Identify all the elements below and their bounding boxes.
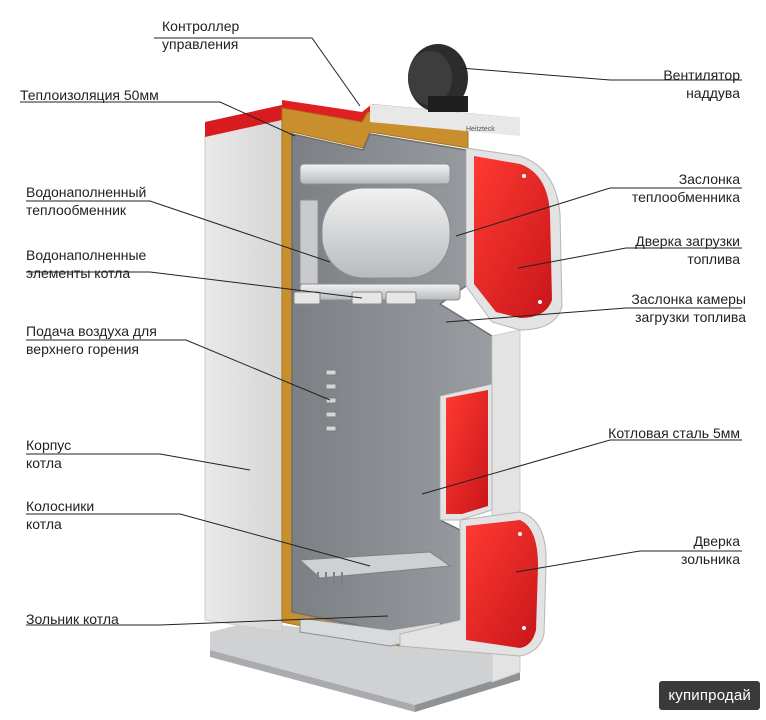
label-boiler-steel: Котловая сталь 5мм [608,425,740,441]
label-heat-exchanger: Водонаполненный теплообменник [26,184,147,218]
fan [408,44,468,112]
ash-door [399,511,547,657]
label-body: Корпус котла [26,437,72,471]
label-chamber-damper: Заслонка камеры загрузки топлива [631,291,746,325]
controller-box: Heitzteck [370,104,520,136]
air-supply-slots [325,369,337,432]
chamber-door [439,383,493,521]
label-grates: Колосники котла [26,498,95,532]
label-loading-door: Дверка загрузки топлива [635,233,740,267]
leader-lines [20,37,742,626]
label-exchanger-damper: Заслонка теплообменника [631,171,740,205]
water-elements [293,291,417,305]
label-air-supply: Подача воздуха для верхнего горения [26,323,157,357]
label-ash-pan: Зольник котла [26,611,119,627]
label-insulation: Теплоизоляция 50мм [20,87,159,103]
grates [298,551,452,585]
label-fan: Вентилятор наддува [663,67,740,101]
watermark-badge: купипродай [659,681,760,710]
brand-plate: Heitzteck [466,126,495,133]
label-water-elements: Водонаполненные элементы котла [26,247,147,281]
label-ash-door: Дверка зольника [681,533,740,567]
label-controller: Контроллер управления [162,18,240,52]
loading-door [465,147,563,331]
